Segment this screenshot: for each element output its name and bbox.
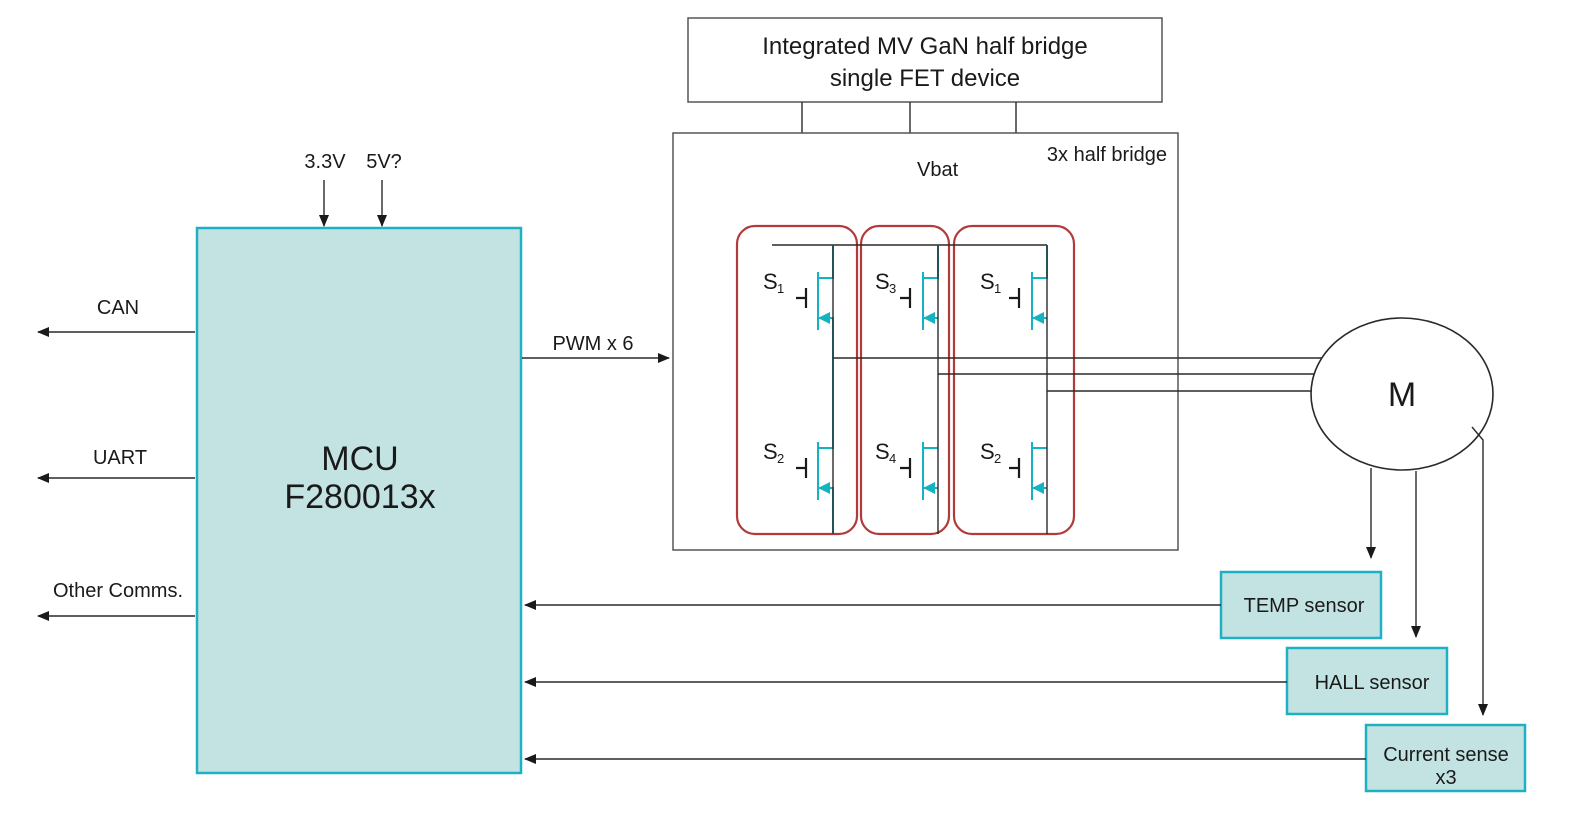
leg3-high-switch-label: S (980, 269, 995, 294)
mcu-part-number: F280013x (284, 478, 435, 516)
leg2-high-switch-label: S (875, 269, 890, 294)
mcu-title: MCU (321, 440, 398, 478)
motor-to-current-arrow (1471, 426, 1488, 716)
mcu-block (195, 226, 523, 775)
half-bridge-container (672, 132, 1179, 551)
leg2-low-switch-sub: 4 (889, 451, 896, 466)
leg3-low-switch-sub: 2 (994, 451, 1001, 466)
uart-label: UART (93, 447, 147, 469)
hall-sensor-box (1285, 646, 1449, 716)
hall-sensor-label: HALL sensor (1315, 672, 1430, 694)
half-bridge-leg-1 (735, 224, 859, 536)
supply-5v-label: 5V? (366, 151, 402, 173)
can-label: CAN (97, 297, 139, 319)
motor-circle (1310, 317, 1494, 471)
leg3-high-switch-sub: 1 (994, 281, 1001, 296)
other-comms-label: Other Comms. (53, 580, 183, 602)
vbat-label: Vbat (917, 159, 959, 181)
leg3-switches (1009, 245, 1312, 534)
leg2-switches (900, 245, 1314, 534)
current-sense-box (1364, 723, 1527, 793)
leg3-low-switch-label: S (980, 439, 995, 464)
leg1-switches (796, 245, 1322, 534)
leg2-high-switch-sub: 3 (889, 281, 896, 296)
leg1-high-switch-label: S (763, 269, 778, 294)
half-bridge-leg-2 (859, 224, 951, 536)
leg1-low-switch-sub: 2 (777, 451, 784, 466)
supply-3v3-label: 3.3V (304, 151, 346, 173)
half-bridge-label: 3x half bridge (1047, 144, 1167, 166)
gan-device-title-line1: Integrated MV GaN half bridge (762, 33, 1088, 60)
leg2-low-switch-label: S (875, 439, 890, 464)
gan-device-box: Integrated MV GaN half bridge single FET… (687, 17, 1163, 103)
motor-label: M (1388, 376, 1416, 414)
gan-device-title-line2: single FET device (830, 65, 1020, 92)
current-sense-label-line2: x3 (1435, 767, 1456, 789)
half-bridge-leg-3 (952, 224, 1076, 536)
temp-sensor-label: TEMP sensor (1244, 595, 1365, 617)
current-sense-label-line1: Current sense (1383, 744, 1509, 766)
pwm-label: PWM x 6 (552, 333, 633, 355)
leg1-low-switch-label: S (763, 439, 778, 464)
leg1-high-switch-sub: 1 (777, 281, 784, 296)
